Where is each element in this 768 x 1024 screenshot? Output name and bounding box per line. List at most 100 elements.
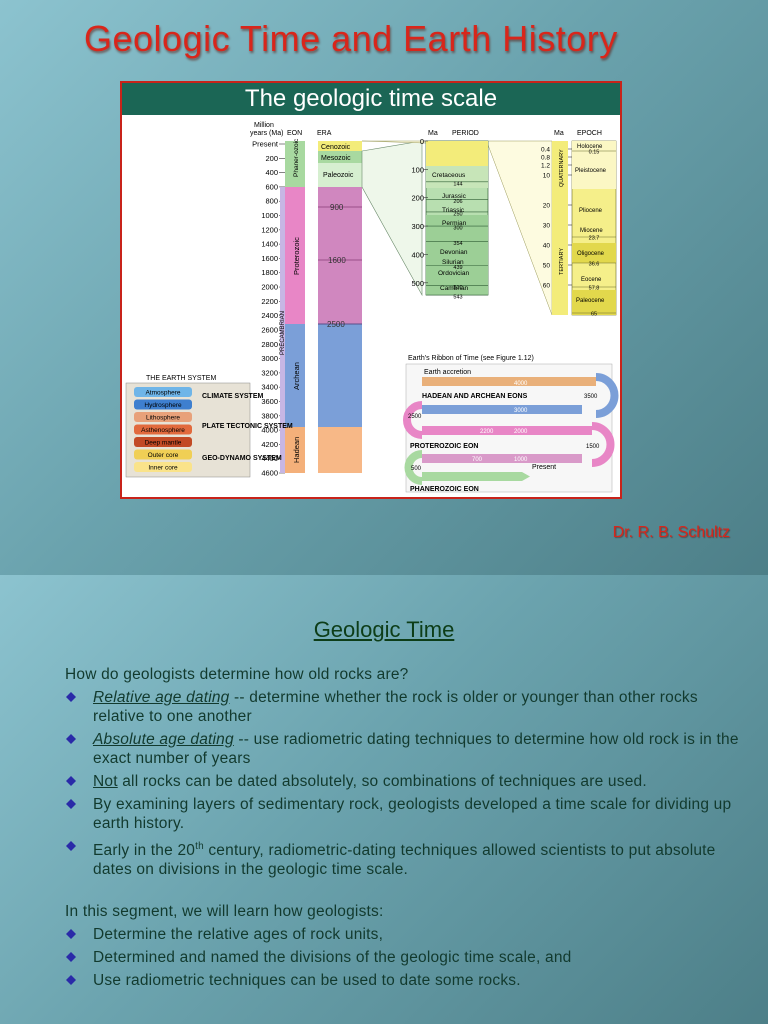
earth-layer-label: Outer core — [148, 452, 179, 459]
period-scale-label: 200 — [411, 194, 424, 203]
ribbon-mark-1500: 1500 — [586, 444, 600, 450]
era-archean-block — [318, 324, 362, 427]
epoch-tertiary-bar — [552, 191, 568, 315]
ribbon-mark-500: 500 — [411, 466, 422, 472]
ma-scale-label: 4600 — [261, 469, 278, 478]
earth-layer-label: Atmosphere — [145, 390, 180, 397]
diamond-bullet-icon — [66, 799, 76, 809]
slide-title: Geologic Time and Earth History — [84, 18, 618, 59]
ribbon-mark-2000: 2000 — [514, 429, 528, 435]
era-proterozoic-block — [318, 187, 362, 324]
epoch-scale-label: 10 — [543, 173, 551, 180]
bullet-text: Early in the 20 — [93, 842, 196, 860]
col-million: Million — [254, 122, 274, 129]
epoch-label-oligocene: Oligocene — [577, 251, 605, 257]
eon-label-proterozoic: Proterozoic — [292, 237, 301, 275]
period-scale-label: 100 — [411, 165, 424, 174]
col-period: PERIOD — [452, 130, 479, 137]
epoch-label-eocene: Eocene — [581, 277, 602, 283]
epoch-scale-label: 60 — [543, 283, 551, 290]
eon-proterozoic — [285, 187, 305, 324]
earth-layer-band — [134, 399, 192, 410]
epoch-group-tertiary: TERTIARY — [559, 248, 565, 275]
bullet-text: century, radiometric-dating techniques a… — [93, 842, 716, 879]
col-ma2: Ma — [554, 130, 564, 137]
period-boundary-label: 439 — [453, 265, 462, 271]
ribbon-curve-1 — [595, 373, 619, 418]
epoch-scale-label: 50 — [543, 263, 551, 270]
zoom-wedge-period — [361, 140, 423, 297]
ribbon-mark-700: 700 — [472, 457, 483, 463]
ma-scale-label: 2000 — [261, 283, 278, 292]
epoch-label-miocene: Miocene — [580, 228, 603, 234]
precambrian-bar — [280, 187, 285, 473]
era-paleozoic — [318, 163, 362, 187]
period-scale-label: 300 — [411, 222, 424, 231]
col-ma: Ma — [428, 130, 438, 137]
period-label-permian: Permian — [442, 220, 467, 227]
ma-scale-label: 2600 — [261, 325, 278, 334]
earth-layer-band — [134, 387, 192, 397]
period-scale-label: 400 — [411, 250, 424, 259]
epoch-pleistocene — [572, 149, 616, 189]
earth-layer-label: Inner core — [148, 465, 178, 472]
ribbon-title: Earth's Ribbon of Time (see Figure 1.12) — [408, 355, 534, 362]
era-cenozoic — [318, 141, 362, 151]
period-label-devonian: Devonian — [440, 249, 468, 256]
ma-scale-label: 4000 — [261, 426, 278, 435]
slide-title-2: Geologic Time — [313, 617, 455, 642]
ribbon-mark-4000: 4000 — [514, 381, 528, 387]
slide-body: How do geologists determine how old rock… — [65, 665, 745, 994]
slide-geologic-time-text: Geologic Time How do geologists determin… — [0, 575, 768, 1024]
era-hadean-block — [318, 427, 362, 473]
period-boundary-label: 510 — [453, 285, 462, 291]
ribbon-band-hadean-archean — [422, 377, 596, 386]
ribbon-mark-1000: 1000 — [514, 457, 528, 463]
earth-layer-band — [134, 449, 192, 460]
period-label-jurassic: Jurassic — [442, 193, 467, 200]
earth-layer-label: Deep mantle — [145, 440, 182, 447]
superscript: th — [195, 841, 204, 852]
epoch-label-pliocene: Pliocene — [579, 208, 603, 214]
ribbon-band-archean — [422, 405, 582, 414]
epoch-label-holocene: Holocene — [577, 144, 603, 150]
earth-layer-label: Asthenosphere — [141, 427, 185, 434]
system-plate-tectonic: PLATE TECTONIC SYSTEM — [202, 423, 293, 430]
earth-layers: AtmosphereHydrosphereLithosphereAsthenos… — [134, 387, 192, 472]
ribbon-mark-2500: 2500 — [408, 414, 422, 420]
ribbon-band-phanerozoic — [422, 472, 522, 481]
ma-scale-label: 3200 — [261, 368, 278, 377]
ribbon-curve-2 — [403, 401, 423, 439]
ma-scale-label: 3000 — [261, 354, 278, 363]
figure-header: The geologic time scale — [122, 83, 620, 115]
epoch-paleocene-band — [572, 290, 616, 315]
period-label-cretaceous: Cretaceous — [432, 172, 466, 179]
period-label-cambrian: Cambrian — [440, 285, 469, 292]
ma-scale-label: 1000 — [261, 211, 278, 220]
ma-scale-label: 3400 — [261, 383, 278, 392]
period-cenozoic-band — [426, 141, 488, 166]
ma-scale-label: 2800 — [261, 340, 278, 349]
author-credit: Dr. R. B. Schultz — [612, 524, 730, 541]
period-label-silurian: Silurian — [442, 259, 464, 266]
ribbon-arrow — [522, 472, 530, 481]
ribbon-label-phanerozoic: PHANEROZOIC EON — [410, 486, 479, 493]
era-mark-1600: 1600 — [328, 256, 346, 265]
epoch-holocene — [572, 141, 616, 149]
period-paleozoic-band — [426, 215, 488, 295]
era-label-cenozoic: Cenozoic — [321, 144, 351, 151]
diamond-bullet-icon — [66, 975, 76, 986]
ribbon-accretion: Earth accretion — [424, 369, 471, 376]
bullet-text: Use radiometric techniques can be used t… — [93, 972, 521, 990]
ribbon-band-proterozoic2 — [422, 454, 582, 463]
ribbon-mark-2200: 2200 — [480, 429, 494, 435]
diamond-bullet-icon — [66, 929, 76, 940]
system-geodynamo: GEO-DYNAMO SYSTEM — [202, 455, 282, 462]
ma-scale-label: 3600 — [261, 397, 278, 406]
ma-scale-label: 4400 — [261, 454, 278, 463]
epoch-scale-label: 40 — [543, 243, 551, 250]
period-boundary-label: 144 — [453, 181, 462, 187]
